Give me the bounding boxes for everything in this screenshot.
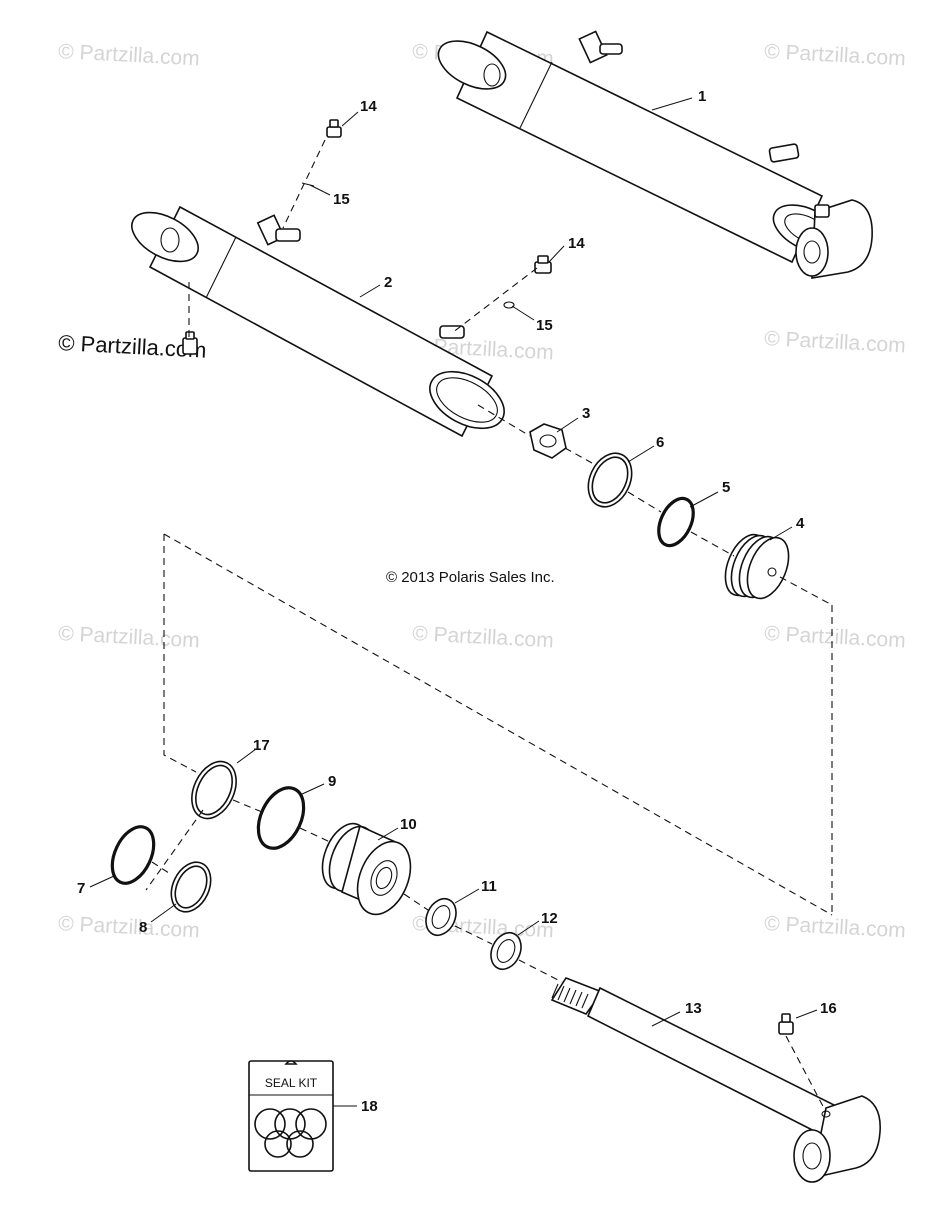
watermark: © Partzilla.com <box>764 327 907 357</box>
callout-numbers: 1 2 3 4 5 6 7 8 9 10 11 12 13 14 14 15 1… <box>77 88 837 1115</box>
callout-1: 1 <box>698 88 706 105</box>
watermark: © Partzilla.com <box>58 40 201 70</box>
callout-2: 2 <box>384 274 392 291</box>
callout-7: 7 <box>77 880 85 897</box>
part-18-seal-kit: SEAL KIT <box>248 1060 334 1172</box>
callout-14-upper: 14 <box>360 98 377 115</box>
watermark: © Partzilla.com <box>58 622 201 652</box>
part-10-gland <box>321 822 412 916</box>
callout-18: 18 <box>361 1098 378 1115</box>
part-4-piston <box>724 533 790 600</box>
callout-15-lower: 15 <box>536 317 553 334</box>
callout-6: 6 <box>656 434 664 451</box>
part-3-nut <box>529 423 567 459</box>
copyright-notice: © 2013 Polaris Sales Inc. <box>386 569 555 586</box>
callout-14-lower: 14 <box>568 235 585 252</box>
callout-12: 12 <box>541 910 558 927</box>
assembly-dashed-lines <box>145 139 833 1113</box>
part-5-o-ring <box>657 496 695 548</box>
part-17-backup-ring <box>191 760 237 820</box>
part-1-cylinder-assembly <box>437 30 873 279</box>
leader-lines <box>89 97 818 1107</box>
seal-kit-label: SEAL KIT <box>265 1076 318 1090</box>
part-9-o-ring <box>256 786 306 850</box>
watermark: © Partzilla.com <box>764 912 907 942</box>
part-14-fitting-lower <box>534 255 552 274</box>
part-12-wiper <box>490 931 522 971</box>
callout-13: 13 <box>685 1000 702 1017</box>
part-16-grease-fitting <box>778 1013 794 1035</box>
callout-15-upper: 15 <box>333 191 350 208</box>
callout-8: 8 <box>139 919 147 936</box>
part-6-backup-ring <box>587 452 633 508</box>
part-2-cylinder-barrel <box>131 205 505 438</box>
callout-5: 5 <box>722 479 730 496</box>
part-7-o-ring <box>110 825 156 885</box>
callout-3: 3 <box>582 405 590 422</box>
callout-4: 4 <box>796 515 805 532</box>
part-14-fitting-upper <box>326 119 342 138</box>
part-8-backup-ring <box>170 861 212 913</box>
watermark: © Partzilla.com <box>412 622 555 652</box>
watermark: © Partzilla.com <box>58 912 201 942</box>
callout-9: 9 <box>328 773 336 790</box>
part-15-oring-lower <box>503 301 515 309</box>
watermark: © Partzilla.com <box>764 622 907 652</box>
callout-16: 16 <box>820 1000 837 1017</box>
callout-10: 10 <box>400 816 417 833</box>
callout-11: 11 <box>481 878 497 895</box>
watermark: © Partzilla.com <box>764 40 907 70</box>
part-11-rod-seal <box>425 897 457 937</box>
callout-17: 17 <box>253 737 270 754</box>
